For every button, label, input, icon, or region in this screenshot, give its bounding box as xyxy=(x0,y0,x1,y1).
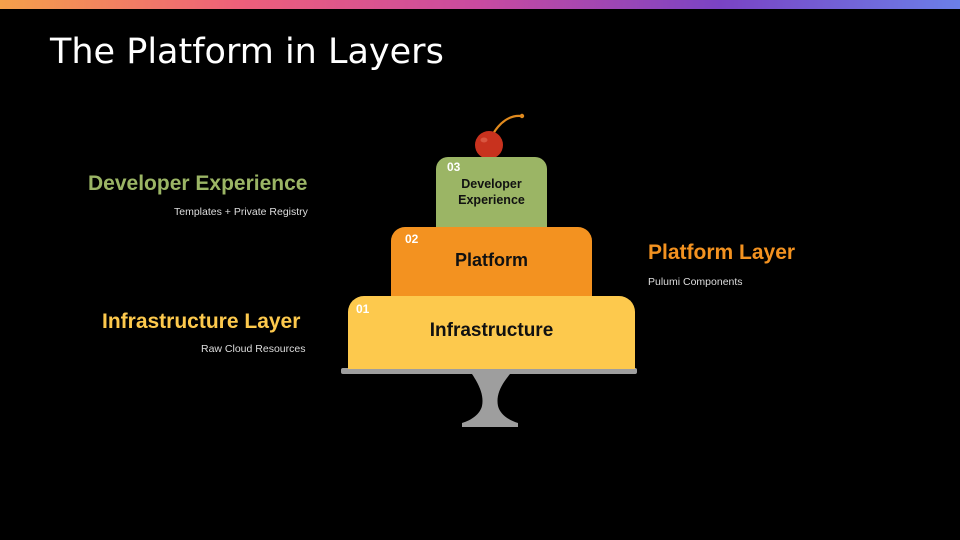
infrastructure-layer-heading: Infrastructure Layer xyxy=(102,310,301,333)
stand-plate xyxy=(341,368,637,374)
developer-experience-heading: Developer Experience xyxy=(88,172,308,195)
tier-label: Developer Experience xyxy=(436,176,547,208)
page-title: The Platform in Layers xyxy=(50,32,444,72)
tier-infrastructure: 01 Infrastructure xyxy=(348,296,635,369)
tier-number: 03 xyxy=(447,160,461,174)
infrastructure-layer-caption: Raw Cloud Resources xyxy=(201,343,306,355)
cherry-icon xyxy=(475,113,525,159)
tier-number: 02 xyxy=(405,232,419,246)
platform-layer-caption: Pulumi Components xyxy=(648,276,743,288)
tier-number: 01 xyxy=(356,302,370,316)
tier-label: Infrastructure xyxy=(429,320,554,341)
cake-stand xyxy=(341,368,637,427)
tier-label-line: Developer xyxy=(461,177,522,191)
developer-experience-caption: Templates + Private Registry xyxy=(174,206,308,218)
tier-label-line: Experience xyxy=(458,193,525,207)
tier-label: Platform xyxy=(454,250,528,270)
tier-developer-experience: 03 Developer Experience xyxy=(436,157,547,227)
gradient-top-bar xyxy=(0,0,960,9)
stand-pedestal xyxy=(462,374,518,427)
tier-platform: 02 Platform xyxy=(391,227,592,296)
platform-layer-heading: Platform Layer xyxy=(648,241,796,264)
